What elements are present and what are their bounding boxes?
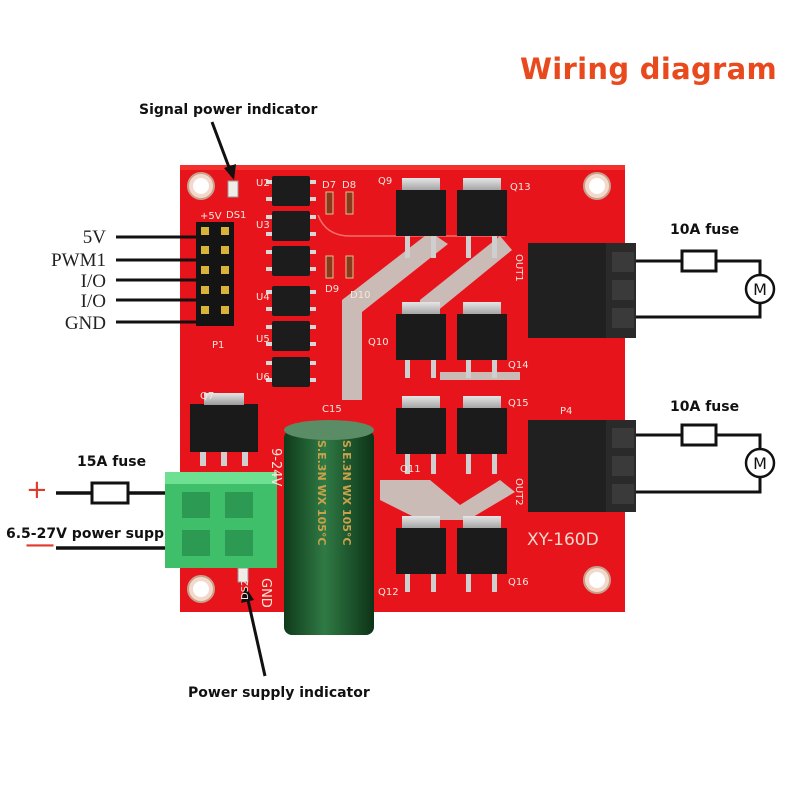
silk-u5: U5 [256,334,270,345]
mosfet-q10 [396,302,446,378]
callout-arrows [210,121,267,677]
board-model-label: XY-160D [527,530,599,550]
pin-label-5v: 5V [82,227,106,248]
silk-d8: D8 [342,180,356,191]
optocoupler-column [272,176,310,387]
electrolytic-capacitor [284,420,374,635]
output-terminal-1 [528,243,636,338]
silk-out2: OUT2 [513,478,524,506]
silk-p1: P1 [212,340,224,351]
mosfet-q9 [396,178,446,258]
silk-gnd: GND [258,578,273,608]
silk-u2: U2 [256,178,270,189]
silk-q7: Q7 [200,391,214,402]
silk-vin: 9-24V [268,448,283,487]
silk-d9: D9 [325,284,339,295]
silk-plus5v: +5V [200,211,222,222]
supply-minus-sign: — [25,527,55,562]
silk-d7: D7 [322,180,336,191]
silk-u6: U6 [256,372,270,383]
silk-q12: Q12 [378,587,399,598]
silk-ds2: DS2 [240,580,251,600]
fuse-10a-symbol-1 [680,249,718,273]
pin-label-gnd: GND [64,313,106,334]
fuse-15a-symbol [90,481,130,505]
diodes [325,191,354,279]
signal-power-indicator-label: Signal power indicator [139,102,318,118]
silk-u3: U3 [256,220,270,231]
mosfet-q16 [457,516,507,592]
silk-ds1: DS1 [226,210,246,221]
pin-label-pwm1: PWM1 [51,250,106,271]
silk-q14: Q14 [508,360,529,371]
fuse-out1-label: 10A fuse [670,222,740,238]
mosfet-q13 [457,178,507,258]
fuse-in-label: 15A fuse [77,454,147,470]
silk-q11: Q11 [400,464,421,475]
output-wires-1 [636,259,762,319]
output-wires-2 [636,433,762,494]
silk-c15: C15 [322,404,342,415]
capacitor-text-1: S.E.3N WX 105°C [315,440,328,545]
motor-1-label: M [753,280,767,299]
silk-out1: OUT1 [513,254,524,282]
fuse-10a-symbol-2 [680,423,718,447]
silk-q15: Q15 [508,398,529,409]
mosfet-q12 [396,516,446,592]
silk-u4: U4 [256,292,270,303]
supply-wires [56,491,165,550]
power-supply-label: 6.5-27V power supply [6,526,178,542]
silk-p4: P4 [560,406,572,417]
ds1-led [227,180,239,198]
mosfet-q14 [457,302,507,378]
power-supply-indicator-label: Power supply indicator [188,685,370,701]
silk-d10: D10 [350,290,370,301]
supply-plus-sign: + [26,475,48,505]
pin-label-io1: I/O [80,271,106,292]
mosfet-q11 [396,396,446,474]
motor-1-symbol [744,273,776,305]
fuse-out2-label: 10A fuse [670,399,740,415]
signal-input-wires [116,235,196,324]
motor-2-label: M [753,454,767,473]
pin-label-io2: I/O [80,291,106,312]
input-header [196,222,234,326]
silk-q13: Q13 [510,182,531,193]
mosfet-array [396,178,507,592]
diagram-title: Wiring diagram [520,52,777,86]
silk-q16: Q16 [508,577,529,588]
q7-regulator [190,393,258,466]
silk-q10: Q10 [368,337,389,348]
capacitor-text-2: S.E.3N WX 105°C [340,440,353,545]
silk-q9: Q9 [378,176,392,187]
output-terminal-2 [528,420,636,512]
power-input-terminal [165,472,277,568]
mosfet-q15 [457,396,507,474]
motor-2-symbol [744,447,776,479]
